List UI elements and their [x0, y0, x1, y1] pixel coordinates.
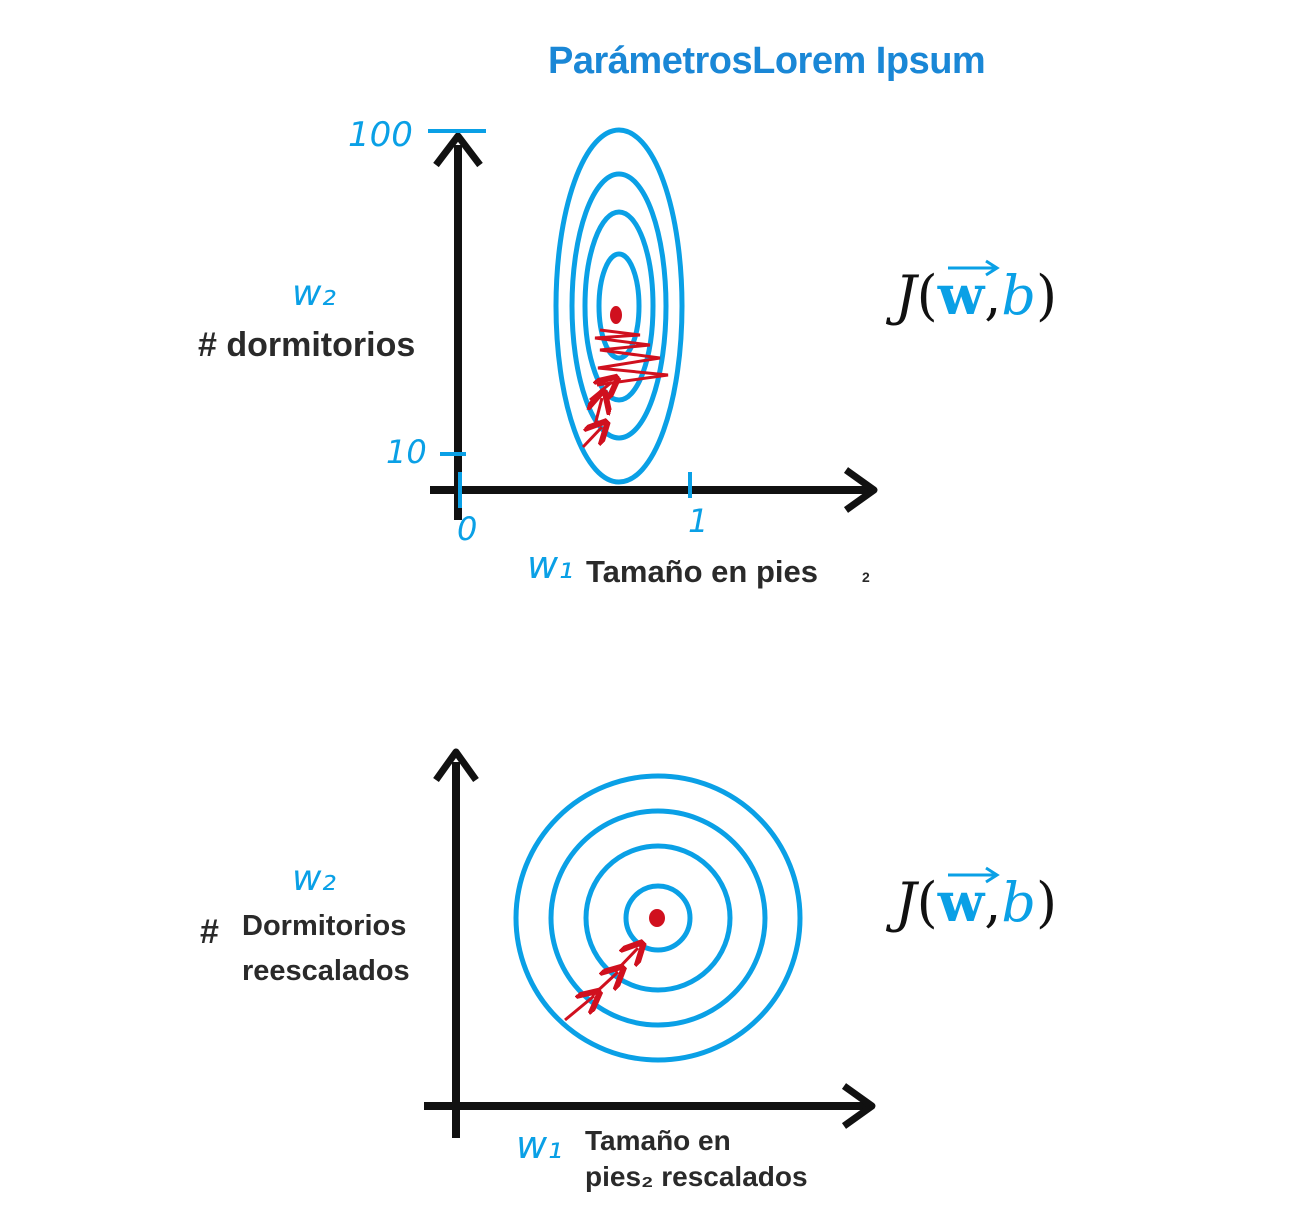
- bottom-contour-3: [583, 843, 733, 993]
- top-minimum-dot: [610, 306, 622, 324]
- top-cost-w: w: [937, 263, 986, 327]
- top-y-arrowhead: [433, 132, 483, 168]
- top-cost-b: b: [1001, 264, 1036, 327]
- bottom-cost-w: w: [937, 870, 986, 934]
- top-x-axis-label-sub: 2: [862, 569, 870, 585]
- top-x-arrowhead: [843, 467, 878, 513]
- bottom-x-arrowhead: [841, 1083, 876, 1129]
- bottom-x-axis-label-line1: Tamaño en: [585, 1125, 731, 1156]
- bottom-y-hash: #: [200, 913, 219, 951]
- top-y-tick-label-10: 10: [386, 433, 427, 471]
- bottom-x-var-label: w₁: [516, 1123, 562, 1167]
- top-y-axis-label: # dormitorios: [198, 326, 415, 364]
- bottom-vector-arrow: [948, 866, 1000, 884]
- top-cost-J: J: [885, 264, 920, 327]
- top-x-var-label: w₁: [527, 543, 573, 587]
- bottom-contour-1: [513, 773, 803, 1063]
- top-contour-2: [569, 171, 669, 441]
- bottom-x-axis-label-line2: pies₂ rescalados: [585, 1161, 808, 1192]
- bottom-descent-path: [564, 948, 638, 1022]
- bottom-contours: [513, 773, 803, 1063]
- bottom-path-step-1: [564, 996, 594, 1022]
- top-path-step-2: [595, 398, 602, 426]
- bottom-y-axis-label-line2: reescalados: [242, 955, 410, 987]
- top-descent-path: [581, 328, 669, 449]
- top-x-tick-label-0: 0: [457, 510, 477, 548]
- top-cost-j-text: J(w,b): [885, 263, 1057, 327]
- top-vector-arrow: [948, 259, 1000, 277]
- bottom-cost-function: J(w,b): [885, 866, 1057, 934]
- top-path-step-1: [581, 427, 602, 449]
- bottom-contour-4: [623, 883, 693, 953]
- top-y-tick-label-100: 100: [348, 115, 413, 155]
- bottom-plot: w₂ # Dormitorios reescalados w₁ Tamaño e…: [200, 748, 1057, 1192]
- top-contour-1: [553, 127, 685, 485]
- top-x-axis-label: Tamaño en pies: [586, 554, 818, 589]
- bottom-y-axis-label-line1: Dormitorios: [242, 910, 406, 942]
- page-title: ParámetrosLorem Ipsum: [548, 40, 986, 82]
- bottom-cost-J: J: [885, 871, 920, 934]
- bottom-cost-j-text: J(w,b): [885, 870, 1057, 934]
- bottom-cost-b: b: [1001, 871, 1036, 934]
- bottom-path-step-2: [590, 972, 618, 998]
- bottom-y-var-label: w₂: [292, 858, 336, 899]
- top-contours: [553, 127, 685, 485]
- top-plot: 100 10 0 1 w₂ # dormitorios w₁ Tamaño en…: [198, 115, 1057, 589]
- top-contour-4: [596, 251, 642, 361]
- top-path-step-3: [589, 382, 612, 402]
- bottom-minimum-dot: [649, 909, 665, 927]
- top-y-var-label: w₂: [292, 273, 336, 314]
- top-path-zigzag: [594, 328, 669, 387]
- top-x-tick-label-1: 1: [688, 502, 708, 540]
- bottom-y-arrowhead: [433, 748, 479, 783]
- bottom-contour-2: [548, 808, 768, 1028]
- top-cost-function: J(w,b): [885, 259, 1057, 327]
- bottom-path-step-3: [613, 948, 638, 974]
